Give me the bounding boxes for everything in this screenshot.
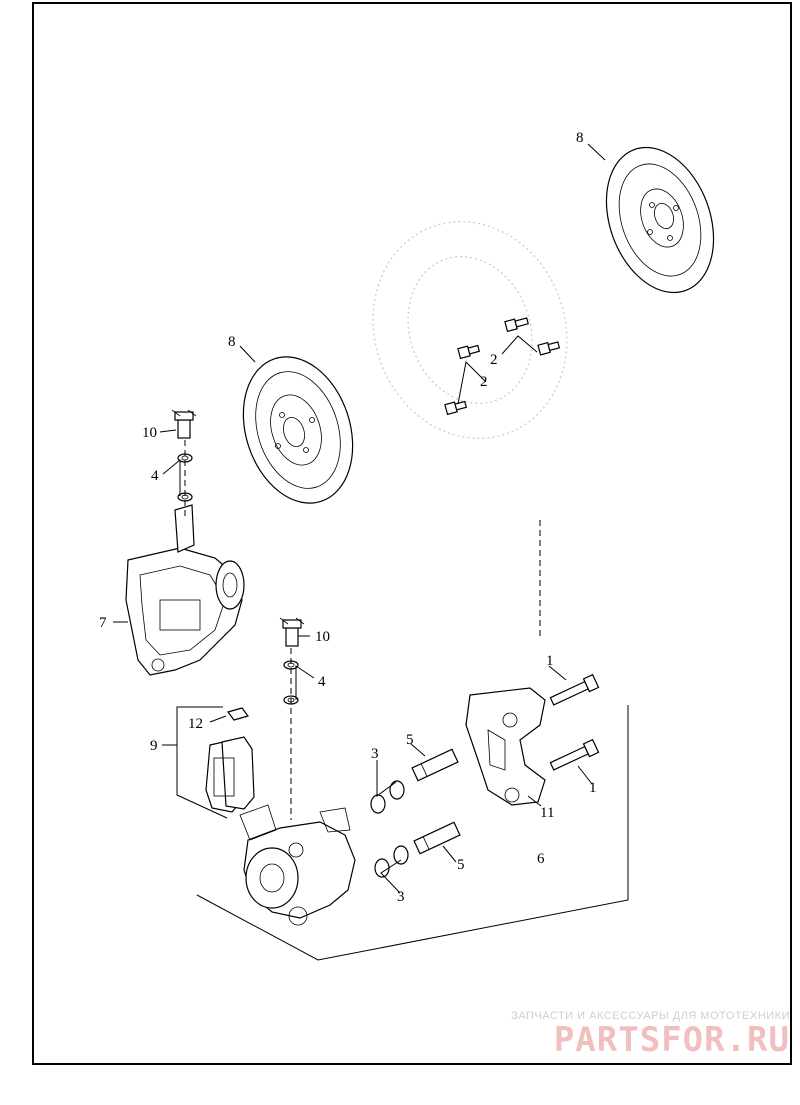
callout-11: 11: [540, 805, 554, 821]
slide-pins: [411, 748, 461, 855]
brake-pads: [205, 736, 255, 813]
callout-6: 6: [537, 851, 545, 867]
caliper-assembly-upper: [125, 504, 245, 676]
bleeder-valve-lower: [279, 617, 305, 647]
callout-5-a: 5: [406, 732, 414, 748]
callout-4-a: 4: [151, 468, 159, 484]
callout-10-b: 10: [315, 629, 330, 645]
ghost-disc: [372, 221, 568, 439]
callout-10-a: 10: [142, 425, 157, 441]
disc-bolts: [444, 317, 561, 416]
callout-8-top: 8: [576, 130, 584, 146]
callout-8-mid: 8: [228, 334, 236, 350]
callout-2-b: 2: [480, 374, 488, 390]
watermark-subtitle: ЗАПЧАСТИ И АКСЕССУАРЫ ДЛЯ МОТОТЕХНИКИ: [511, 1010, 790, 1022]
callout-4-b: 4: [318, 674, 326, 690]
callout-3-b: 3: [397, 889, 405, 905]
pad-retainer: [226, 707, 250, 721]
watermark: ЗАПЧАСТИ И АКСЕССУАРЫ ДЛЯ МОТОТЕХНИКИ PA…: [470, 1010, 790, 1058]
caliper-bracket: [465, 687, 546, 806]
callout-9: 9: [150, 738, 158, 754]
bleeder-valve-upper: [171, 409, 197, 439]
callout-5-b: 5: [457, 857, 465, 873]
callout-3-a: 3: [371, 746, 379, 762]
callout-1-b: 1: [589, 780, 597, 796]
leader-lines: [113, 143, 606, 894]
group-lines: [176, 705, 629, 961]
o-rings: [370, 780, 409, 878]
callout-7: 7: [99, 615, 107, 631]
brake-disc-middle: [242, 356, 354, 504]
bracket-bolts: [549, 673, 600, 771]
callout-1-a: 1: [546, 653, 554, 669]
assembly-lines: [184, 440, 541, 820]
watermark-brand: PARTSFOR.RU: [553, 1020, 790, 1060]
callout-2-a: 2: [490, 352, 498, 368]
caliper-body-lower: [239, 804, 356, 926]
brake-disc-top: [605, 146, 715, 294]
callout-12: 12: [188, 716, 203, 732]
diagram-frame: [32, 2, 792, 1065]
